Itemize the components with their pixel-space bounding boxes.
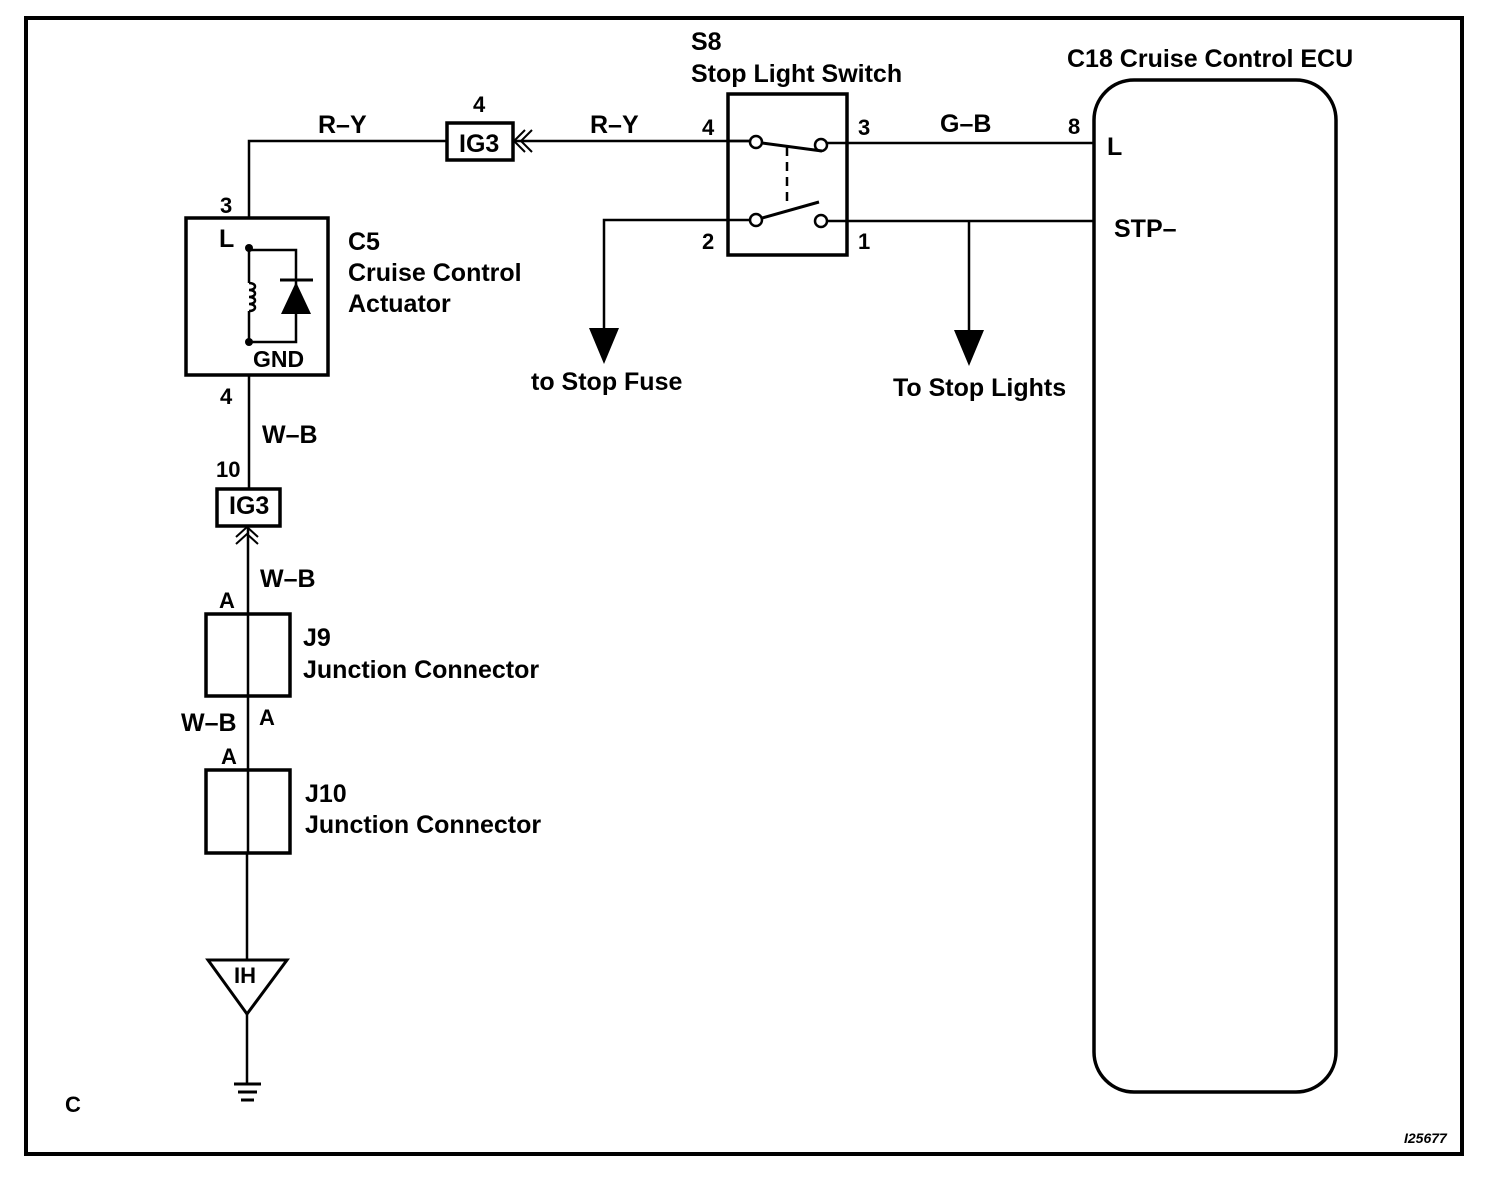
corner-label: C [65,1092,81,1117]
actuator-terminal-l: L [219,225,234,253]
coil-icon [248,281,257,313]
actuator-pin-4: 4 [220,384,233,409]
switch-pin-2: 2 [702,229,714,254]
ecu-pin-8: 8 [1068,114,1080,139]
switch-pin-4: 4 [702,115,715,140]
switch-contact [813,213,829,229]
j10-name: Junction Connector [305,811,541,839]
cruise-control-ecu: C18 Cruise Control ECU 8 L STP– [1067,45,1353,1094]
cruise-control-actuator: L GND 3 4 C5 Cruise Control Actuator [184,193,522,409]
wire-to-stop-fuse [602,218,728,330]
arrow-down-icon [954,330,984,366]
ecu-terminal-l: L [1107,133,1122,161]
wire-label-w-b-1: W–B [262,421,318,449]
diode-icon [281,282,311,314]
actuator-pin-3: 3 [220,193,232,218]
wire-label-w-b-2: W–B [260,565,316,593]
stop-lights-label: To Stop Lights [893,374,1066,402]
switch-box [726,92,849,257]
wire-label-w-b-3: W–B [181,709,237,737]
j10-pin-in: A [221,744,237,769]
switch-pin-1: 1 [858,229,870,254]
j9-code: J9 [303,624,331,652]
junction-connector-j9: A J9 Junction Connector A [204,588,539,730]
ig3-connector-top: IG3 4 [445,92,533,162]
ecu-terminal-stp: STP– [1114,215,1177,243]
wire-label-r-y-left: R–Y [318,111,367,139]
ground-label: IH [234,963,256,988]
ig3-left-pin: 10 [216,457,240,482]
junction-connector-j10: A J10 Junction Connector [204,744,541,855]
switch-contact [748,134,764,150]
actuator-name-line2: Actuator [348,290,451,318]
ecu-box [1092,78,1338,1094]
ground-point-ih: IH [205,958,290,1102]
j9-pin-out: A [259,705,275,730]
switch-blade-lower [761,200,820,220]
switch-name: Stop Light Switch [691,60,902,88]
arrow-down-icon [589,328,619,364]
actuator-terminal-gnd: GND [253,346,304,372]
switch-pin-3: 3 [858,115,870,140]
actuator-code: C5 [348,228,380,256]
ig3-top-label: IG3 [459,130,499,158]
stop-fuse-label: to Stop Fuse [531,368,682,396]
j9-pin-in: A [219,588,235,613]
j10-code: J10 [305,780,347,808]
actuator-box [184,216,330,377]
ig3-left-label: IG3 [229,492,269,520]
actuator-name-line1: Cruise Control [348,259,522,287]
wire-r-y-left [247,139,446,218]
figure-id: I25677 [1404,1130,1448,1146]
switch-contact [748,212,764,228]
switch-blade-upper [761,141,823,153]
stop-light-switch: S8 Stop Light Switch 4 3 2 1 [691,28,902,257]
wire-label-g-b: G–B [940,110,991,138]
ig3-top-pin: 4 [473,92,486,117]
wire-label-r-y-right: R–Y [590,111,639,139]
switch-code: S8 [691,28,722,56]
diagram-frame [24,16,1464,1156]
j9-name: Junction Connector [303,656,539,684]
ecu-title: C18 Cruise Control ECU [1067,45,1353,73]
